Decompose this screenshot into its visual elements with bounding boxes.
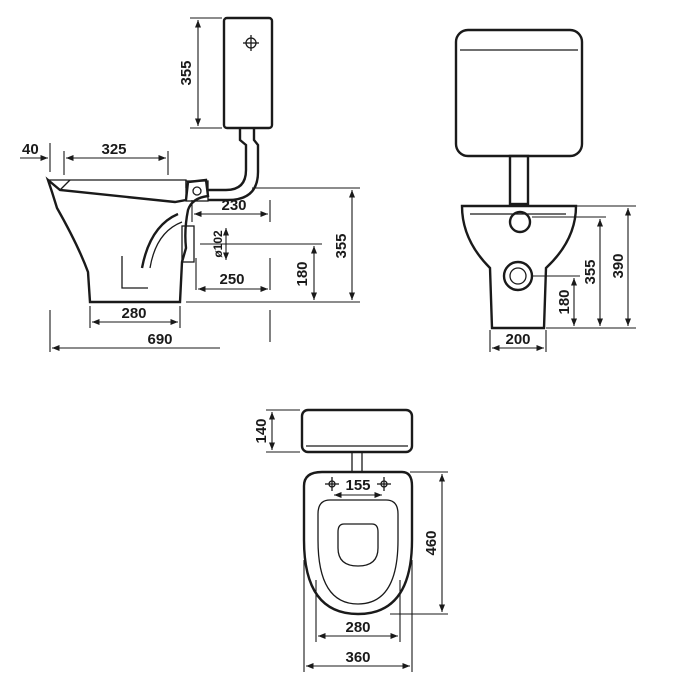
top-flush-pipe (351, 451, 363, 473)
front-outlet-height-label: 180 (556, 289, 573, 314)
side-view: 355 40 325 230 ø102 250 180 355 280 690 (20, 16, 360, 352)
side-overall-length-label: 690 (147, 331, 172, 348)
front-foot-width-label: 200 (505, 331, 530, 348)
front-inlet-height-label: 355 (582, 259, 599, 284)
side-cistern (222, 16, 274, 130)
top-tank-depth-label: 140 (253, 418, 270, 443)
front-bowl (460, 204, 578, 330)
top-bolt-left-icon (325, 477, 339, 491)
side-tank-height-label: 355 (178, 60, 195, 85)
side-rim-overhang-label: 40 (22, 141, 39, 158)
front-outlet (502, 260, 534, 292)
side-outlet-diameter-label: ø102 (211, 230, 225, 258)
front-flush-pipe (508, 154, 530, 206)
side-outlet-offset-label: 250 (219, 271, 244, 288)
top-inner-width-label: 280 (345, 619, 370, 636)
top-bowl-outer (302, 470, 414, 616)
front-total-height-label: 390 (610, 253, 627, 278)
side-flush-button-icon (243, 35, 259, 51)
side-flush-pipe (208, 128, 260, 202)
side-bowl-length-label: 325 (101, 141, 126, 158)
side-inlet (185, 180, 209, 202)
side-trap (140, 212, 179, 269)
side-foot-length-label: 280 (121, 305, 146, 322)
side-bowl-rim (59, 179, 71, 191)
top-bolt-spacing-label: 155 (345, 477, 370, 494)
side-outlet-height-label: 180 (294, 261, 311, 286)
side-bowl (45, 176, 210, 304)
top-outer-width-label: 360 (345, 649, 370, 666)
side-inlet-height-label: 355 (333, 233, 350, 258)
front-view: 355 390 180 200 (454, 28, 636, 352)
side-inlet-offset-label: 230 (221, 197, 246, 214)
side-outlet (181, 225, 195, 263)
front-cistern (454, 28, 584, 158)
top-bowl-opening (337, 523, 379, 567)
top-bowl-length-label: 460 (423, 530, 440, 555)
top-bowl-inner (317, 499, 399, 605)
top-bolt-right-icon (377, 477, 391, 491)
front-inlet (508, 210, 532, 234)
top-view: 140 155 460 280 360 (253, 408, 448, 672)
